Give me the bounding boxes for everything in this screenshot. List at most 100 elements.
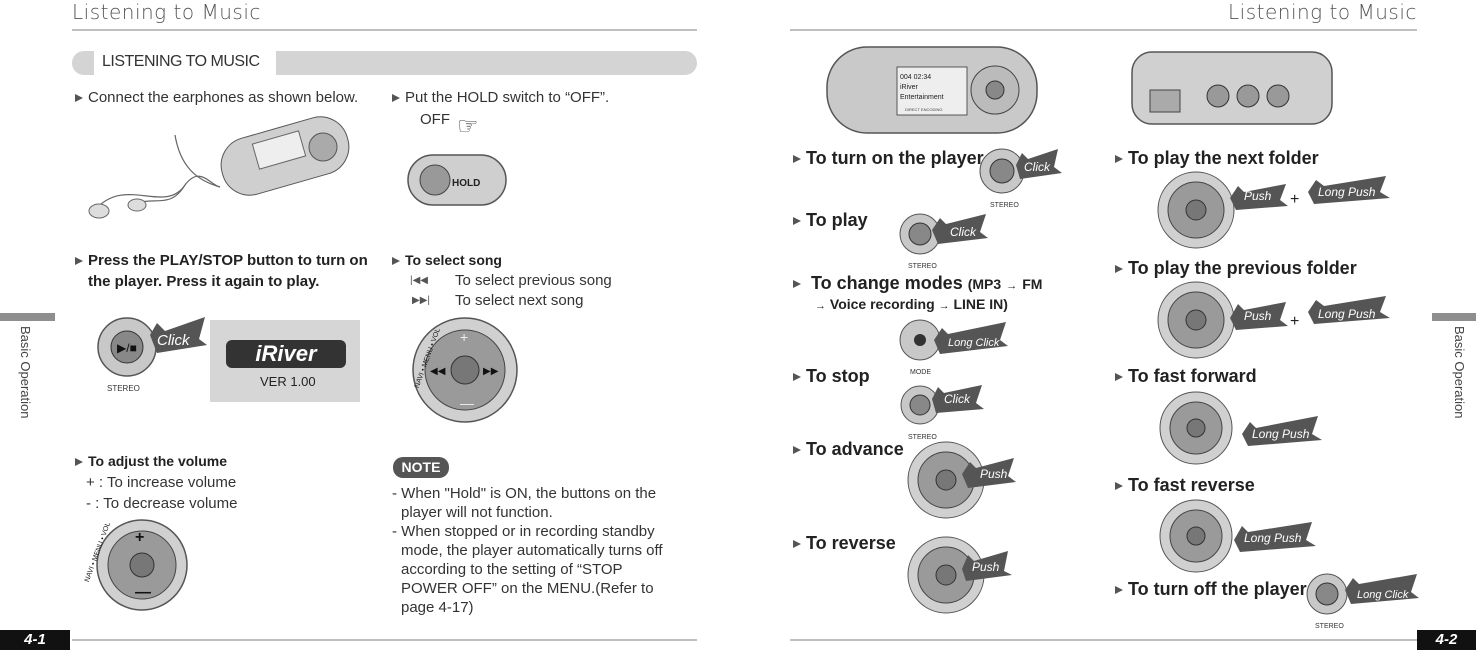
fast-reverse-wheel: Long Push <box>1159 499 1316 573</box>
prev-folder-wheel: Push + Long Push <box>1157 281 1390 359</box>
device-front-illustration: 004 02:34 iRiver Entertainment DIRECT EN… <box>826 46 1038 134</box>
turn-off-stereo: STEREO <box>1315 623 1344 630</box>
change-modes-label: To change modes (MP3 → FM <box>793 273 1042 294</box>
select-song-title: To select song <box>392 252 502 268</box>
pointing-hand-icon: ☞ <box>457 113 479 140</box>
play-stereo: STEREO <box>908 263 937 270</box>
right-page-number: 4-2 <box>1417 630 1476 650</box>
press-play-line1: Press the PLAY/STOP button to turn on <box>75 252 368 269</box>
next-folder-action2: Long Push <box>1318 185 1376 199</box>
svg-text:▶▶: ▶▶ <box>483 366 499 377</box>
prev-folder-action1: Push <box>1244 309 1272 323</box>
click-label: Click <box>157 332 191 349</box>
svg-text:▶/■: ▶/■ <box>117 341 137 355</box>
fast-forward-action: Long Push <box>1252 427 1310 441</box>
advance-action: Push <box>980 467 1008 481</box>
screen-line4: DIRECT ENCODING <box>905 107 942 112</box>
svg-text:—: — <box>460 395 474 411</box>
svg-text:+: + <box>135 529 144 546</box>
fast-forward-label: To fast forward <box>1115 366 1257 387</box>
left-side-label: Basic Operation <box>18 326 33 419</box>
left-side-tab <box>0 313 55 321</box>
prev-folder-plus: + <box>1290 313 1299 330</box>
fast-reverse-action: Long Push <box>1244 531 1302 545</box>
turn-off-label: To turn off the player <box>1115 579 1307 600</box>
next-song-icon: ▶▶| <box>412 295 430 306</box>
svg-text:—: — <box>135 584 151 601</box>
note-2c: according to the setting of “STOP <box>401 561 623 578</box>
prev-folder-action2: Long Push <box>1318 307 1376 321</box>
fast-forward-wheel: Long Push <box>1159 391 1322 465</box>
volume-plus-text: + : To increase volume <box>86 474 237 491</box>
turn-off-action: Long Click <box>1357 589 1409 601</box>
advance-label: To advance <box>793 439 904 460</box>
line-in-text: LINE IN) <box>953 296 1008 312</box>
turn-on-stereo: STEREO <box>990 202 1019 209</box>
mode-button: Long Click MODE <box>899 319 1008 376</box>
screen-line2: iRiver <box>900 84 919 91</box>
turn-on-label: To turn on the player <box>793 148 984 169</box>
reverse-wheel: Push <box>907 536 1012 614</box>
version-display: iRiver VER 1.00 <box>210 320 360 402</box>
device-top-illustration <box>1131 51 1333 125</box>
version-text: VER 1.00 <box>260 374 316 389</box>
change-modes-line2: → Voice recording → LINE IN) <box>815 296 1008 312</box>
next-folder-label: To play the next folder <box>1115 148 1319 169</box>
stop-action: Click <box>944 392 971 406</box>
right-page-header: Listening to Music <box>1228 0 1417 24</box>
fast-reverse-label: To fast reverse <box>1115 475 1255 496</box>
section-title-box <box>94 49 276 77</box>
change-modes-fm: FM <box>1022 276 1043 292</box>
voice-recording-text: Voice recording <box>829 296 935 312</box>
left-header-rule <box>72 29 697 31</box>
prev-song-icon: |◀◀ <box>410 275 428 286</box>
section-title: LISTENING TO MUSIC <box>102 53 260 70</box>
change-modes-mp3: (MP3 <box>967 276 1002 292</box>
note-badge: NOTE <box>393 457 449 478</box>
note-1b: player will not function. <box>401 504 553 521</box>
screen-line1: 004 02:34 <box>900 74 931 81</box>
connect-earphones-text: Connect the earphones as shown below. <box>75 89 358 106</box>
arrow-icon: → <box>815 300 826 312</box>
hold-label: HOLD <box>452 178 480 189</box>
turn-on-button: Click STEREO <box>979 148 1062 209</box>
play-label: To play <box>793 210 868 231</box>
reverse-action: Push <box>972 560 1000 574</box>
press-play-line2: the player. Press it again to play. <box>88 273 320 290</box>
arrow-icon: → <box>1006 280 1018 292</box>
navi-wheel-volume: + — NAVI • MENU • VOL <box>84 519 188 611</box>
earphones-illustration <box>88 116 350 219</box>
select-next-text: To select next song <box>455 292 584 309</box>
note-2e: page 4-17) <box>401 599 474 616</box>
left-page-number: 4-1 <box>0 630 70 650</box>
svg-text:◀◀: ◀◀ <box>430 366 446 377</box>
left-page-header: Listening to Music <box>72 0 261 24</box>
iriver-logo: iRiver <box>226 340 346 368</box>
stop-button: Click STEREO <box>900 385 984 441</box>
note-2d: POWER OFF” on the MENU.(Refer to <box>401 580 654 597</box>
reverse-label: To reverse <box>793 533 896 554</box>
screen-line3: Entertainment <box>900 94 944 101</box>
stop-stereo: STEREO <box>908 434 937 441</box>
arrow-icon: → <box>938 300 950 312</box>
play-button-illustration: ▶/■ Click STEREO <box>97 317 207 393</box>
prev-folder-label: To play the previous folder <box>1115 258 1357 279</box>
navi-wheel-select: + — ◀◀ ▶▶ NAVI • MENU • VOL <box>412 317 518 423</box>
next-folder-wheel: Push + Long Push <box>1157 171 1390 249</box>
change-modes-text: To change modes <box>811 273 963 293</box>
next-folder-action1: Push <box>1244 189 1272 203</box>
svg-text:+: + <box>460 329 468 345</box>
turn-off-button: Long Click STEREO <box>1306 573 1419 630</box>
right-side-tab <box>1432 313 1476 321</box>
right-header-rule <box>790 29 1417 31</box>
right-footer-rule <box>790 639 1417 641</box>
note-2b: mode, the player automatically turns off <box>401 542 663 559</box>
mode-label: MODE <box>910 369 931 376</box>
left-footer-rule <box>72 639 697 641</box>
right-side-label: Basic Operation <box>1452 326 1467 419</box>
hold-switch-text: Put the HOLD switch to “OFF”. <box>392 89 609 106</box>
note-2a: - When stopped or in recording standby <box>392 523 655 540</box>
turn-on-action: Click <box>1024 160 1051 174</box>
hold-switch-illustration: HOLD <box>407 154 507 206</box>
next-folder-plus: + <box>1290 191 1299 208</box>
